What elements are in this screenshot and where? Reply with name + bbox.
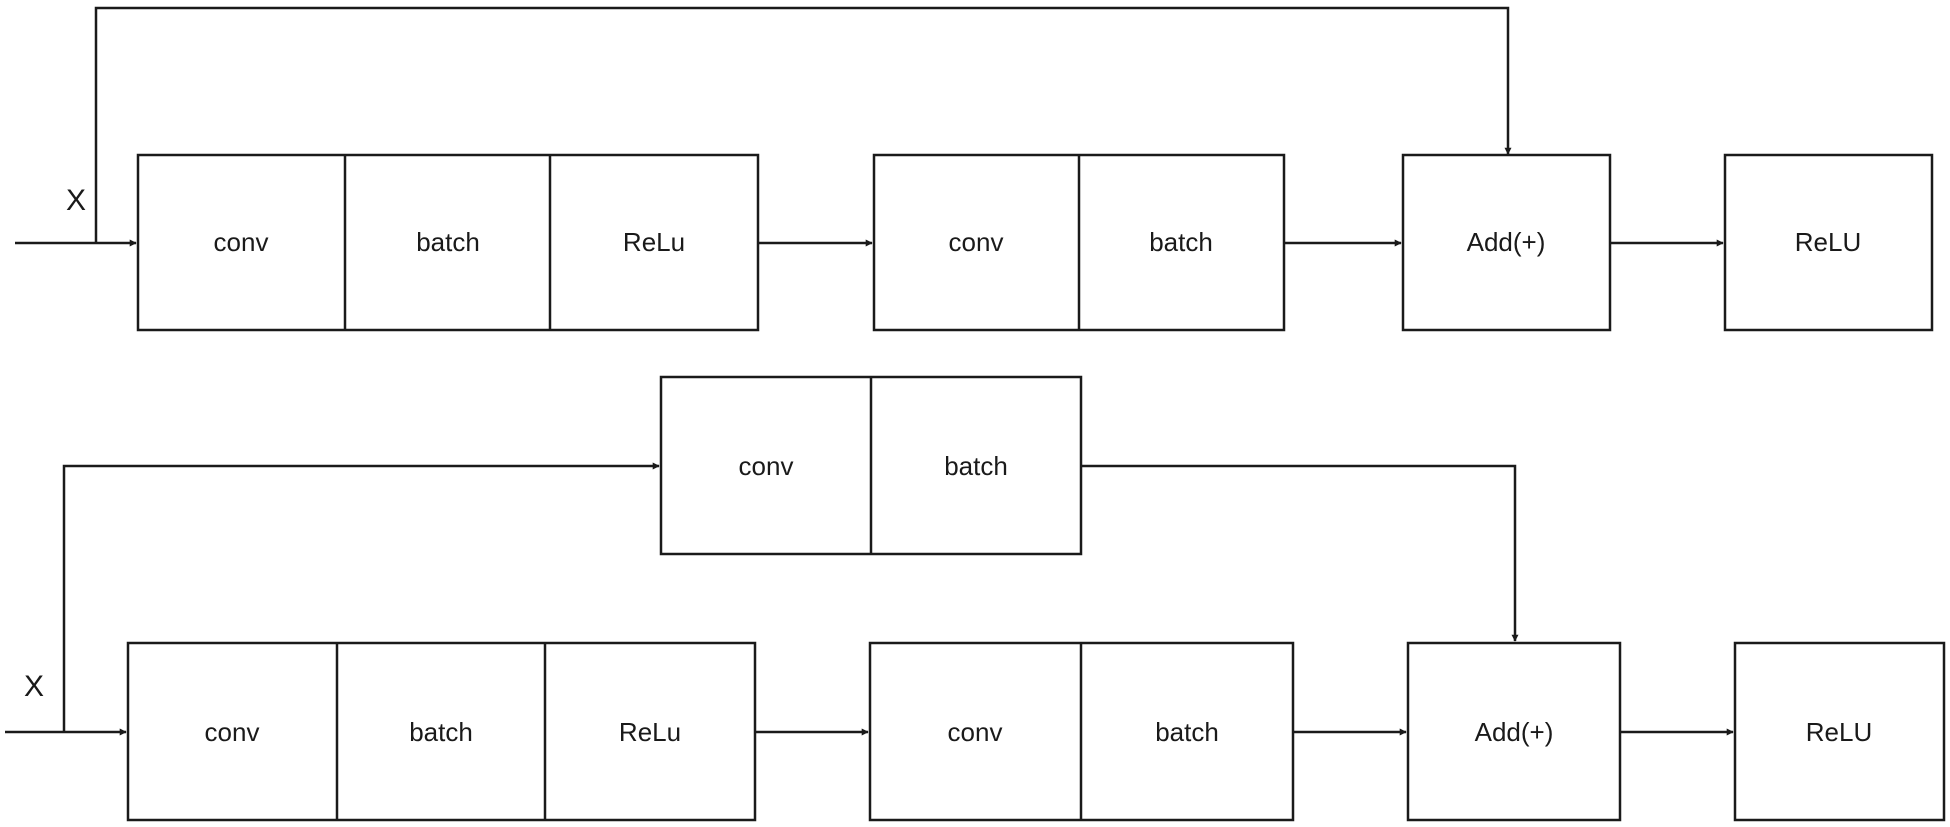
bottom-shortcut-input-arrow xyxy=(62,462,660,732)
top-stage2-batch-label: batch xyxy=(1149,227,1213,257)
top-output-relu-block: ReLU xyxy=(1723,153,1934,332)
bottom-stage2-block: conv batch xyxy=(868,641,1295,822)
bottom-add-block: Add(+) xyxy=(1406,641,1622,822)
top-stage2-conv-label: conv xyxy=(949,227,1004,257)
bottom-output-relu-label: ReLU xyxy=(1806,717,1872,747)
bottom-stage2-batch-label: batch xyxy=(1155,717,1219,747)
bottom-stage1-block: conv batch ReLu xyxy=(126,641,757,822)
bottom-stage2-conv-label: conv xyxy=(948,717,1003,747)
top-stage2-block: conv batch xyxy=(872,153,1286,332)
top-stage1-block: conv batch ReLu xyxy=(136,153,760,332)
top-input-label: X xyxy=(66,184,86,217)
bottom-shortcut-block: conv batch xyxy=(659,375,1083,556)
bottom-stage1-batch-label: batch xyxy=(409,717,473,747)
bottom-input-label: X xyxy=(24,670,44,703)
bottom-shortcut-batch-label: batch xyxy=(944,451,1008,481)
top-add-block: Add(+) xyxy=(1401,153,1612,332)
bottom-output-relu-block: ReLU xyxy=(1733,641,1946,822)
bottom-residual-block: X conv batch conv batch ReLu conv xyxy=(5,375,1946,822)
top-stage1-batch-label: batch xyxy=(416,227,480,257)
top-output-relu-label: ReLU xyxy=(1795,227,1861,257)
bottom-stage1-relu-label: ReLu xyxy=(619,717,681,747)
top-residual-block: X conv batch ReLu conv batch Add(+) xyxy=(15,6,1934,332)
bottom-shortcut-to-add-arrow xyxy=(1081,464,1519,642)
bottom-stage1-conv-label: conv xyxy=(205,717,260,747)
bottom-add-label: Add(+) xyxy=(1475,717,1554,747)
top-stage1-conv-label: conv xyxy=(214,227,269,257)
top-stage1-relu-label: ReLu xyxy=(623,227,685,257)
top-identity-skip-arrow xyxy=(94,6,1512,243)
bottom-shortcut-conv-label: conv xyxy=(739,451,794,481)
top-add-label: Add(+) xyxy=(1467,227,1546,257)
